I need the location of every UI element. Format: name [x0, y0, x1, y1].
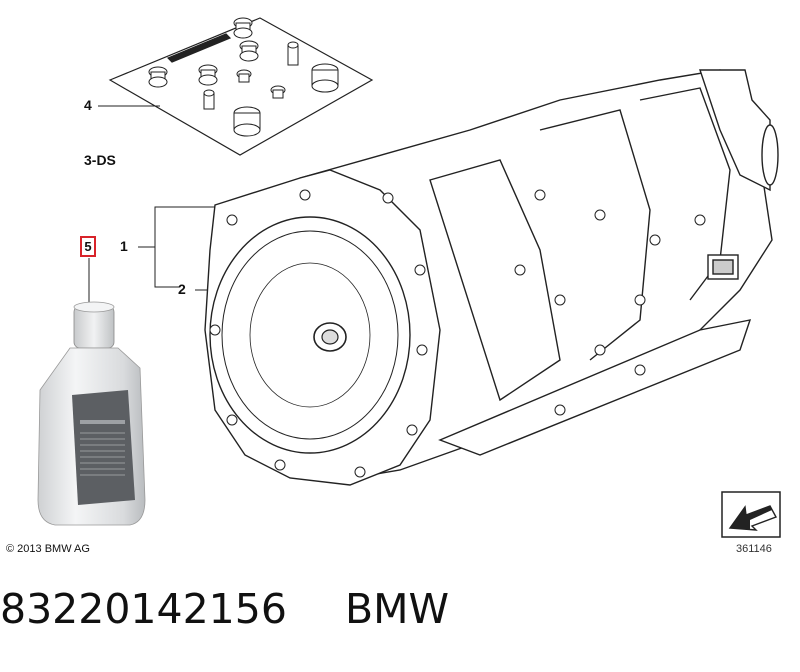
- transmission-icon: [204, 69, 779, 486]
- callout-5-highlight[interactable]: 5: [80, 236, 96, 257]
- callout-3-ds: 3-DS: [84, 152, 116, 168]
- arrow-orientation-icon: [721, 491, 781, 538]
- callout-4: 4: [84, 97, 92, 113]
- diagram-id: 361146: [736, 543, 772, 555]
- seal-kit-icon: [108, 17, 374, 156]
- callout-2: 2: [178, 281, 186, 297]
- oil-bottle-icon: [37, 301, 146, 526]
- caption: 83220142156 BMW: [0, 585, 449, 633]
- copyright-text: © 2013 BMW AG: [6, 543, 90, 555]
- part-number: 83220142156: [0, 585, 287, 633]
- brand-name: BMW: [345, 585, 450, 633]
- callout-1: 1: [120, 238, 128, 254]
- callout-5: 5: [84, 239, 92, 254]
